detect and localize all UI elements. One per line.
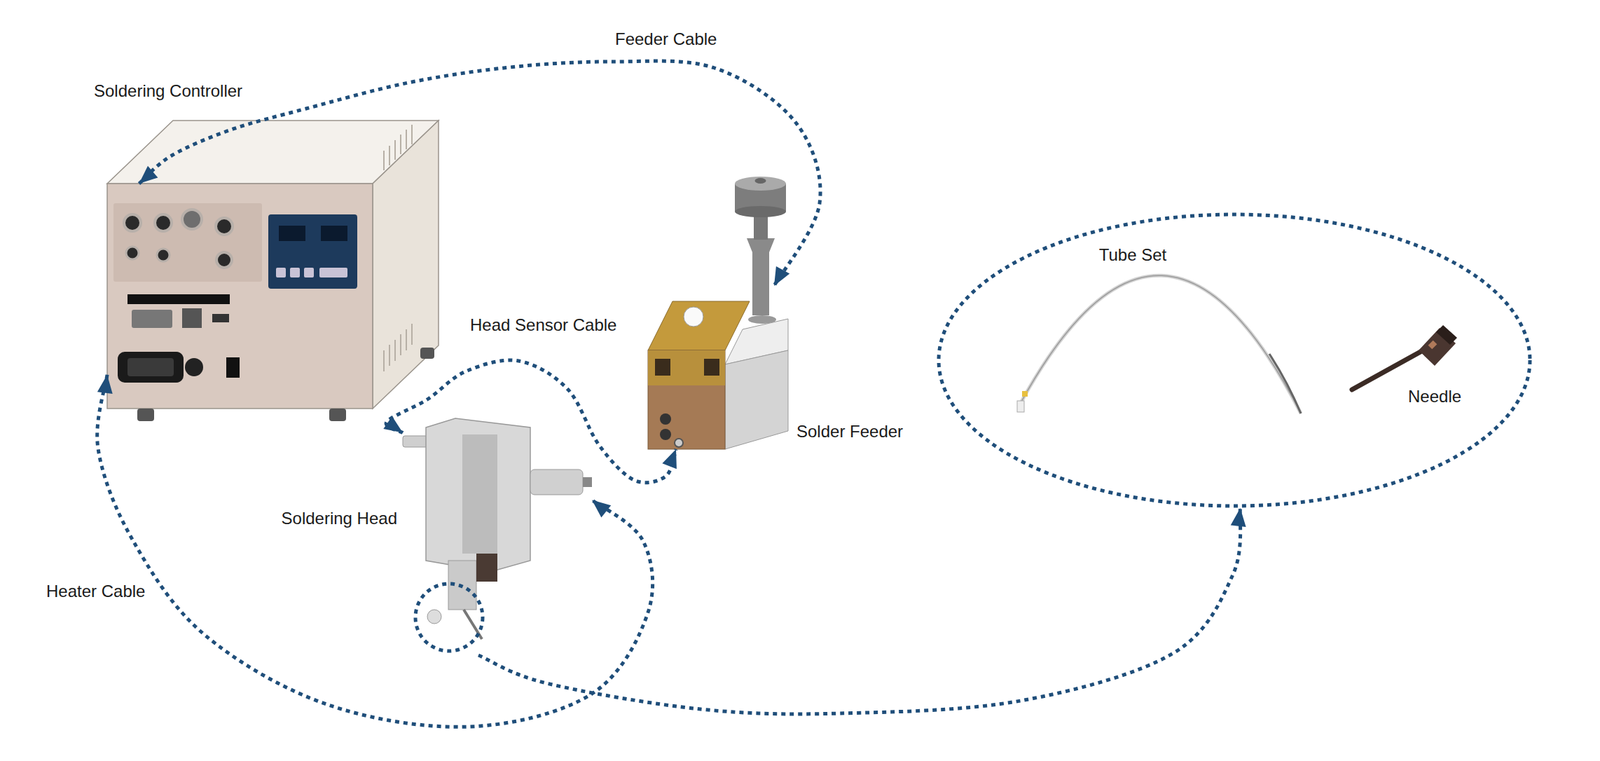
illustration-part xyxy=(674,438,684,447)
illustration-part xyxy=(1436,325,1458,345)
head-illustration xyxy=(402,418,592,651)
illustration-part xyxy=(755,177,767,184)
illustration-part xyxy=(1020,275,1301,414)
illustration-part xyxy=(683,306,704,327)
group-ellipse: Tube SetNeedle xyxy=(936,212,1533,508)
illustration-part xyxy=(654,358,671,376)
dotted-line xyxy=(385,360,677,483)
dotted-line xyxy=(97,374,653,728)
illustration-part xyxy=(1020,275,1301,414)
illustration-part xyxy=(127,357,174,377)
illustration-part xyxy=(372,120,439,409)
arrowhead xyxy=(1230,507,1247,527)
illustration-part xyxy=(748,315,777,324)
arrowhead xyxy=(591,500,611,518)
part-label: Needle xyxy=(1408,386,1462,407)
illustration-part xyxy=(476,553,498,582)
illustration-part xyxy=(383,124,412,372)
part-label: Soldering Head xyxy=(281,508,398,529)
illustration-part xyxy=(131,309,173,328)
dotted-line xyxy=(478,507,1241,714)
illustration-part xyxy=(1022,390,1028,397)
cable-label: Heater Cable xyxy=(43,581,148,602)
illustration-part xyxy=(184,357,204,377)
illustration-part xyxy=(278,225,306,241)
device-node: Solder Feeder xyxy=(647,285,789,450)
needle-illustration xyxy=(1352,325,1458,390)
illustration-part xyxy=(659,413,672,425)
illustration-part xyxy=(117,351,184,383)
illustration-part xyxy=(1352,348,1426,390)
device-node: Soldering Controller xyxy=(107,183,373,409)
arrowhead xyxy=(97,374,113,394)
illustration-part xyxy=(216,252,232,268)
illustration-part xyxy=(226,357,240,378)
illustration-part xyxy=(734,205,786,218)
illustration-part xyxy=(415,583,483,651)
part-label: Soldering Controller xyxy=(93,81,243,101)
illustration-part xyxy=(320,225,348,241)
illustration-part xyxy=(182,209,202,230)
illustration-part xyxy=(420,347,435,359)
illustration-part xyxy=(647,350,726,386)
illustration-part xyxy=(725,350,789,450)
device-node: Soldering Head xyxy=(402,413,592,655)
illustration-part xyxy=(462,434,498,554)
illustration-part xyxy=(126,246,139,260)
illustration-part xyxy=(647,350,726,450)
illustration-part xyxy=(123,214,141,232)
arrowhead xyxy=(383,416,403,433)
ellipse-outline xyxy=(936,212,1533,508)
illustration-part xyxy=(329,408,347,422)
cable-connector xyxy=(383,360,677,483)
illustration-part xyxy=(127,294,230,305)
arrowhead xyxy=(661,449,677,469)
illustration-part xyxy=(107,183,373,409)
illustration-part xyxy=(704,358,720,376)
illustration-part xyxy=(1017,400,1025,412)
illustration-part xyxy=(659,428,672,440)
cable-connector xyxy=(478,507,1247,714)
illustration-part xyxy=(113,203,262,282)
part-label: Tube Set xyxy=(1099,245,1168,265)
illustration-part xyxy=(425,418,531,572)
illustration-part xyxy=(182,308,202,328)
illustration-part xyxy=(276,267,286,278)
illustration-part xyxy=(137,408,155,422)
illustration-part xyxy=(212,313,230,323)
illustration-part xyxy=(734,176,786,191)
illustration-part xyxy=(582,477,592,487)
ellipse-outline xyxy=(938,214,1530,506)
illustration-part xyxy=(647,301,750,351)
illustration-part xyxy=(215,217,233,235)
part-label: Solder Feeder xyxy=(796,421,903,442)
feeder-illustration xyxy=(647,176,789,450)
arrowhead xyxy=(774,266,790,286)
illustration-part xyxy=(304,267,314,278)
cable-connector xyxy=(97,374,653,728)
illustration-part xyxy=(746,238,775,316)
illustration-part xyxy=(290,267,300,278)
tube-set-illustration xyxy=(1017,275,1301,414)
illustration-part xyxy=(319,267,348,278)
illustration-part xyxy=(1269,353,1301,414)
illustration-part xyxy=(427,609,442,624)
cable-label: Feeder Cable xyxy=(612,29,720,50)
illustration-part xyxy=(268,214,358,289)
arrowhead xyxy=(139,166,159,184)
illustration-part xyxy=(154,214,172,232)
cable-label: Head Sensor Cable xyxy=(467,315,620,335)
illustration-part xyxy=(156,248,170,262)
illustration-part xyxy=(1428,340,1438,350)
illustration-part xyxy=(530,469,583,495)
